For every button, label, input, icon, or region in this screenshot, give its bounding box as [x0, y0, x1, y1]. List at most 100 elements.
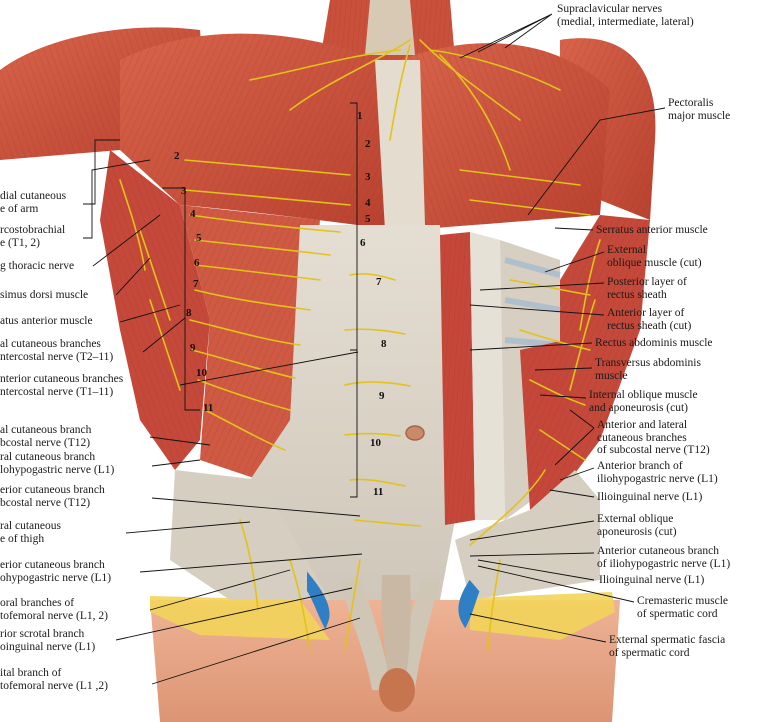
- mid-segment-9: 9: [379, 390, 385, 402]
- label-anterior-rectus-sheath: Anterior layer of rectus sheath (cut): [607, 307, 692, 332]
- label-pectoralis-major: Pectoralis major muscle: [668, 97, 731, 122]
- groin-fat-right: [470, 592, 615, 640]
- left-segment-6: 6: [194, 257, 200, 269]
- mid-segment-1: 1: [357, 110, 363, 122]
- label-serratus-anterior-right: Serratus anterior muscle: [596, 224, 708, 236]
- nerve-branch: [194, 289, 311, 311]
- umbilicus: [405, 425, 425, 441]
- label-lateral-cutaneous-subcostal: al cutaneous branch bcostal nerve (T12): [0, 424, 92, 449]
- nerve-branch: [344, 381, 411, 387]
- nerve-branch: [194, 239, 331, 256]
- nerve-branch: [459, 169, 581, 186]
- penis: [381, 575, 411, 700]
- nerve-branch: [429, 49, 561, 91]
- label-external-oblique-aponeurosis: External oblique aponeurosis (cut): [597, 513, 677, 538]
- mid-segment-2: 2: [365, 138, 371, 150]
- left-segment-2: 2: [174, 150, 180, 162]
- nerve-branch: [184, 159, 351, 176]
- pectoralis-left-fibers: [120, 33, 395, 231]
- left-segment-9: 9: [190, 342, 196, 354]
- label-serratus-anterior-left: atus anterior muscle: [0, 315, 93, 327]
- label-internal-oblique: Internal oblique muscle and aponeurosis …: [589, 389, 698, 414]
- mid-segment-7: 7: [376, 276, 382, 288]
- label-lateral-cutaneous-thigh: ral cutaneous e of thigh: [0, 520, 61, 545]
- nerve-branch: [139, 229, 171, 321]
- nerve-branch: [194, 264, 321, 281]
- nerve-branch: [389, 44, 411, 141]
- label-transversus-abdominis: Transversus abdominis muscle: [595, 357, 701, 382]
- label-lateral-cutaneous-iliohypogastric: ral cutaneous branch lohypogastric nerve…: [0, 451, 115, 476]
- nerve-branch: [529, 379, 586, 406]
- nerve-branch: [249, 49, 401, 81]
- mid-segment-8: 8: [381, 338, 387, 350]
- lower-abdomen-right: [455, 470, 600, 600]
- left-segment-11: 11: [203, 402, 214, 414]
- mid-segment-10: 10: [370, 437, 381, 449]
- left-segment-7: 7: [193, 278, 199, 290]
- nerve-branch: [469, 199, 591, 216]
- vein-left: [307, 571, 330, 630]
- left-segment-5: 5: [196, 232, 202, 244]
- nerve-branch: [469, 469, 546, 546]
- left-segment-10: 10: [196, 367, 207, 379]
- mid-segment-11: 11: [373, 486, 384, 498]
- nerves: [119, 39, 601, 651]
- nerve-branch: [487, 559, 501, 651]
- nerve-branch: [439, 54, 511, 171]
- mid-segment-4: 4: [365, 197, 371, 209]
- nerve-branch: [239, 519, 259, 611]
- mid-segment-3: 3: [365, 171, 371, 183]
- nerve-branch: [197, 379, 291, 411]
- label-genital-branch: ital branch of tofemoral nerve (L1 ,2): [0, 667, 108, 692]
- nerve-branch: [119, 179, 146, 271]
- nerve-branch: [344, 559, 361, 651]
- label-medial-cutaneous-arm: dial cutaneous e of arm: [0, 190, 67, 215]
- label-femoral-branches: oral branches of tofemoral nerve (L1, 2): [0, 597, 108, 622]
- left-lateral-fibers: [100, 150, 210, 470]
- nerve-branch: [579, 239, 601, 331]
- nerve-branch: [539, 429, 586, 461]
- vein-right: [458, 579, 480, 629]
- label-anterior-cutaneous-subcostal: erior cutaneous branch bcostal nerve (T1…: [0, 484, 105, 509]
- mid-segment-6: 6: [360, 237, 366, 249]
- sternum: [375, 60, 425, 230]
- label-anterior-scrotal: rior scrotal branch oinguinal nerve (L1): [0, 628, 96, 653]
- nerve-branch: [509, 279, 591, 296]
- left-segment-4: 4: [190, 208, 196, 220]
- nerve-branch: [349, 273, 396, 281]
- nerve-branch: [354, 519, 421, 527]
- pectoralis-right-fibers: [400, 43, 610, 230]
- label-intercostobrachial: rcostobrachial e (T1, 2): [0, 224, 66, 249]
- left-external-oblique-fibers: [180, 205, 320, 480]
- nerve-branch: [149, 299, 181, 391]
- label-posterior-rectus-sheath: Posterior layer of rectus sheath: [607, 276, 687, 301]
- label-ilioinguinal-2: Ilioinguinal nerve (L1): [599, 574, 705, 586]
- left-segment-3: 3: [181, 185, 187, 197]
- nerve-branch: [349, 478, 406, 487]
- mid-segment-5: 5: [365, 213, 371, 225]
- label-ilioinguinal-1: Ilioinguinal nerve (L1): [597, 491, 703, 503]
- label-lateral-cutaneous-branches: al cutaneous branches ntercostal nerve (…: [0, 338, 114, 363]
- nerve-branch: [344, 328, 406, 335]
- label-anterior-iliohypogastric: Anterior branch of iliohypogastric nerve…: [597, 460, 718, 485]
- abdominal-aponeurosis: [250, 225, 455, 600]
- label-external-spermatic-fascia: External spermatic fascia of spermatic c…: [609, 634, 726, 659]
- nerve-branch: [189, 214, 341, 233]
- nerve-branch: [204, 409, 286, 451]
- posterior-rectus-sheath: [470, 232, 505, 520]
- label-anterior-cutaneous-branches: nterior cutaneous branches ntercostal ne…: [0, 373, 124, 398]
- label-anterior-cutaneous-iliohypogastric-left: erior cutaneous branch ohypogastric nerv…: [0, 559, 112, 584]
- nerve-branch: [289, 559, 311, 651]
- glans: [379, 668, 415, 712]
- rectus-sheath-window-fibers: [440, 232, 475, 525]
- nerve-branch: [289, 39, 411, 111]
- label-subcostal-branches: Anterior and lateral cutaneous branches …: [597, 419, 710, 456]
- label-external-oblique: External oblique muscle (cut): [607, 244, 702, 269]
- left-segment-8: 8: [186, 307, 192, 319]
- label-supraclavicular-nerves: Supraclavicular nerves (medial, intermed…: [557, 3, 694, 28]
- leader-lines: [83, 13, 666, 685]
- label-latissimus-dorsi: simus dorsi muscle: [0, 289, 89, 301]
- nerve-branch: [184, 189, 351, 206]
